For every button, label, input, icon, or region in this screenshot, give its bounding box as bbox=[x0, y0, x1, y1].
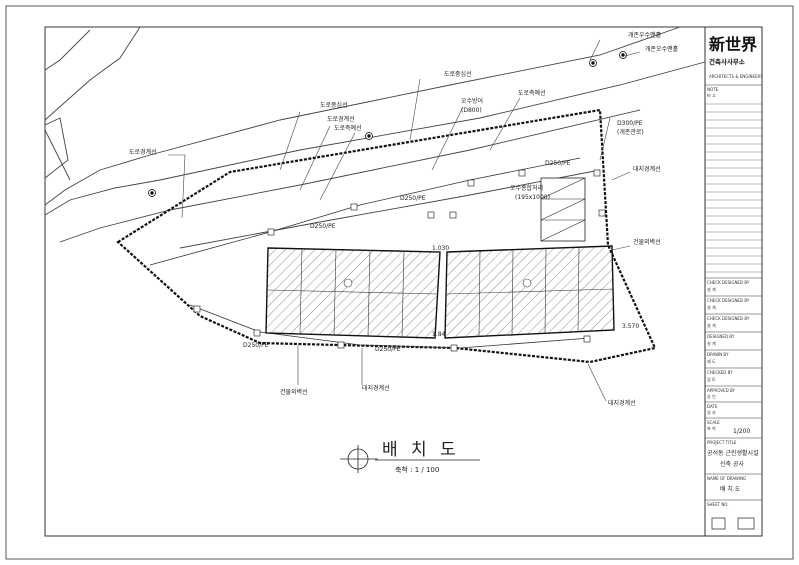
leader-lines bbox=[168, 39, 641, 402]
drawing-name-label: NAME OF DRAWING bbox=[707, 476, 746, 481]
label-septic: 오수종합처리 bbox=[510, 184, 543, 192]
scale-value: 1/200 bbox=[733, 428, 750, 435]
scale-value-label: 축 척 bbox=[707, 425, 716, 431]
label-site-boundary-2: 대지경계선 bbox=[362, 384, 390, 392]
grid-marker-1 bbox=[343, 278, 353, 288]
drawing-title: 배 치 도 bbox=[382, 440, 460, 460]
row-3-label: CHECK DESIGNED BY bbox=[707, 316, 750, 321]
dimension-3: 1.030 bbox=[432, 245, 449, 252]
label-pipe-250-c: D250/PE bbox=[545, 160, 571, 167]
firm-name: 건축사사무소 bbox=[709, 57, 745, 66]
pipe-line-north bbox=[149, 157, 581, 266]
label-road-boundary-2: 도로경계선 bbox=[129, 148, 157, 156]
dimension-1: 1.84 bbox=[432, 331, 446, 338]
drawing-name: 배 치 도 bbox=[720, 485, 741, 493]
note-lines bbox=[705, 103, 762, 273]
pipe-line-south bbox=[189, 304, 591, 349]
label-road-boundary: 도로경계선 bbox=[327, 115, 355, 123]
pipe-fittings bbox=[193, 169, 606, 352]
building-east bbox=[444, 245, 615, 339]
drawing-border bbox=[44, 26, 763, 537]
row-6-label: CHECKED BY bbox=[707, 370, 733, 375]
row-5-label: DRAWN BY bbox=[707, 352, 729, 357]
drawing-scale: 축척 : 1 / 100 bbox=[395, 465, 439, 474]
label-pipe-250-d: D250/PE bbox=[375, 346, 401, 353]
label-pipe-300-note: (개존관로) bbox=[617, 128, 644, 136]
label-building-outline-2: 건물외벽선 bbox=[280, 388, 308, 396]
label-site-boundary: 대지경계선 bbox=[633, 165, 661, 173]
label-pipe-250-b: D250/PE bbox=[310, 223, 336, 230]
road-lines bbox=[44, 26, 706, 249]
note-label: NOTE bbox=[707, 87, 719, 92]
title-block: 新世界 건축사사무소 ARCHITECTS & ENGINEERS NOTE 비… bbox=[705, 35, 763, 530]
sheet-box-2 bbox=[737, 517, 755, 530]
dimension-2: 3.570 bbox=[622, 323, 639, 330]
label-sewer-pipe-size: (D800) bbox=[461, 107, 482, 114]
label-road-centerline-2: 도로중심선 bbox=[320, 101, 348, 109]
row-6-value: 검 토 bbox=[707, 376, 716, 382]
label-existing-sewer-manhole: 개존오수맨홀 bbox=[645, 45, 679, 53]
grid-marker-2 bbox=[522, 278, 532, 288]
project-title-1: 공석동 근린생활시설 bbox=[707, 449, 759, 457]
sheet-box-1 bbox=[711, 517, 726, 530]
building-grid bbox=[267, 246, 614, 338]
project-label: PROJECT TITLE bbox=[707, 440, 737, 445]
label-pipe-300: D300/PE bbox=[617, 120, 643, 127]
note-value: 비 고 bbox=[707, 92, 716, 98]
label-road-centerline: 도로중심선 bbox=[444, 70, 472, 78]
scale-label: SCALE bbox=[707, 420, 720, 425]
row-5-value: 제 도 bbox=[707, 358, 716, 364]
row-8-value: 일 자 bbox=[707, 409, 716, 415]
sheet-label: SHEET NO. bbox=[707, 502, 729, 507]
drawing-title-block: 배 치 도 축척 : 1 / 100 bbox=[340, 440, 480, 474]
row-2-value: 설 계 bbox=[707, 304, 716, 310]
row-8-label: DATE bbox=[707, 404, 718, 409]
project-title-2: 신축 공사 bbox=[720, 460, 744, 468]
row-2-label: CHECK DESIGNED BY bbox=[707, 298, 750, 303]
row-3-value: 설 계 bbox=[707, 322, 716, 328]
label-road-side-2: 도로측예선 bbox=[518, 89, 546, 97]
manhole-symbols bbox=[148, 51, 627, 197]
row-7-label: APPROVED BY bbox=[707, 388, 736, 393]
row-7-value: 승 인 bbox=[707, 393, 716, 399]
label-road-side: 도로측예선 bbox=[334, 124, 362, 132]
label-pipe-250-e: D250/PE bbox=[243, 342, 269, 349]
firm-logo: 新世界 bbox=[709, 35, 757, 54]
signoff-rows: CHECK DESIGNED BY 설 계 CHECK DESIGNED BY … bbox=[705, 280, 762, 419]
label-pipe-250-a: D250/PE bbox=[400, 195, 426, 202]
label-site-boundary-3: 대지경계선 bbox=[608, 399, 636, 407]
row-1-label: CHECK DESIGNED BY bbox=[707, 280, 750, 285]
label-existing-rain-manhole: 개존우수맨홀 bbox=[628, 31, 662, 39]
outer-frame bbox=[5, 5, 794, 560]
row-4-value: 설 계 bbox=[707, 340, 716, 346]
label-building-outline: 건물외벽선 bbox=[633, 238, 661, 246]
row-4-label: DESIGNED BY bbox=[707, 334, 735, 339]
site-boundary-line bbox=[116, 108, 657, 364]
row-1-value: 설 계 bbox=[707, 286, 716, 292]
label-septic-size: (195x1000) bbox=[515, 194, 550, 201]
firm-name-en: ARCHITECTS & ENGINEERS bbox=[709, 74, 763, 79]
label-sewer-pipe: 오수방어 bbox=[461, 97, 483, 105]
building-west bbox=[265, 247, 441, 339]
